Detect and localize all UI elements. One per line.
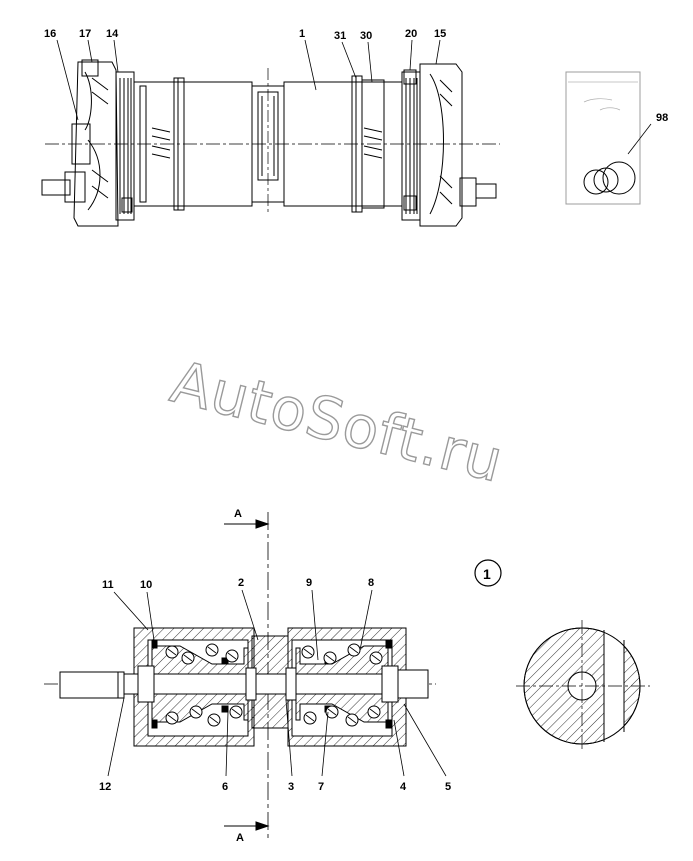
top-leader-lines xyxy=(56,39,441,121)
callout-5: 5 xyxy=(445,781,451,793)
section-label-bottom: A xyxy=(236,832,244,844)
seal-kit-bag: 98 xyxy=(565,71,668,205)
section-label-top: A xyxy=(234,508,242,520)
detail-section-view xyxy=(516,620,650,752)
callout-7: 7 xyxy=(318,781,324,793)
callout-4: 4 xyxy=(400,781,407,793)
callout-1: 1 xyxy=(299,28,305,40)
callout-3: 3 xyxy=(288,781,294,793)
section-leader-lines xyxy=(107,589,447,777)
callout-11: 11 xyxy=(102,579,114,591)
callout-2: 2 xyxy=(238,577,244,589)
callout-15: 15 xyxy=(434,28,446,40)
section-callouts: 11 10 2 9 8 12 6 3 7 4 5 xyxy=(99,577,451,793)
watermark-text: AutoSoft.ru xyxy=(165,348,511,496)
detail-marker-label: 1 xyxy=(483,566,491,582)
callout-20: 20 xyxy=(405,28,417,40)
detail-marker: 1 xyxy=(474,559,502,587)
callout-12: 12 xyxy=(99,781,111,793)
callout-10: 10 xyxy=(140,579,152,591)
section-view: A A xyxy=(44,508,436,844)
callout-30: 30 xyxy=(360,30,372,42)
callout-6: 6 xyxy=(222,781,228,793)
callout-17: 17 xyxy=(79,28,91,40)
top-assembly-view xyxy=(41,59,500,227)
callout-31: 31 xyxy=(334,30,346,42)
callout-9: 9 xyxy=(306,577,312,589)
callout-98: 98 xyxy=(656,112,668,124)
callout-16: 16 xyxy=(44,28,56,40)
callout-14: 14 xyxy=(106,28,119,40)
top-callouts: 16 17 14 1 31 30 20 15 xyxy=(44,28,446,42)
callout-8: 8 xyxy=(368,577,374,589)
